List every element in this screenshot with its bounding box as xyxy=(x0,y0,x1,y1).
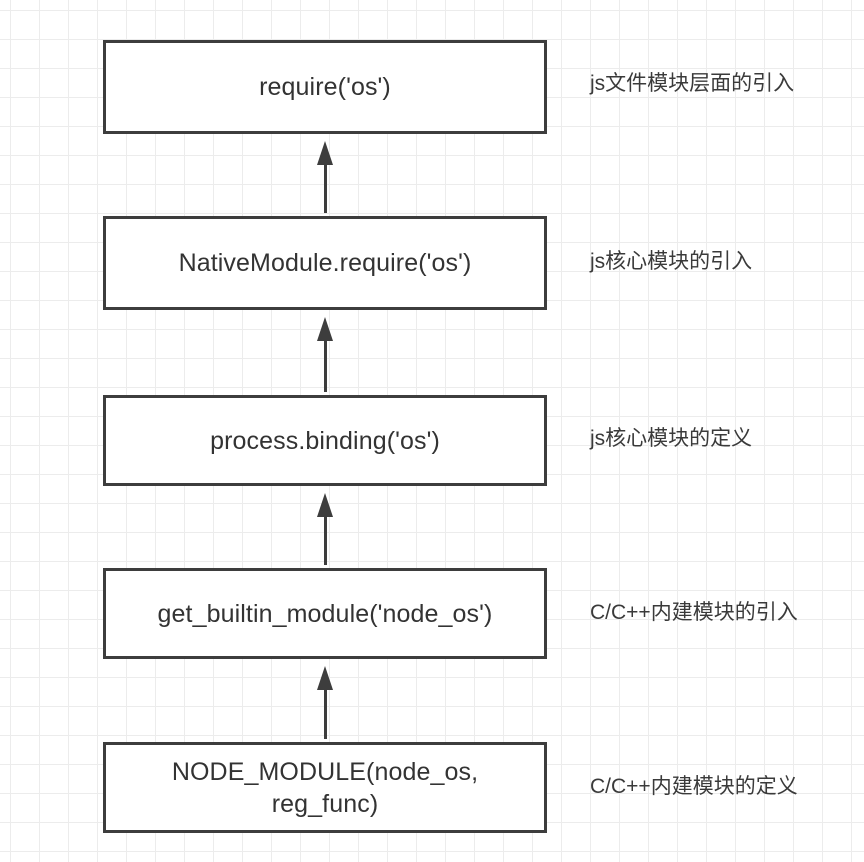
annotation-js-core-module-define: js核心模块的定义 xyxy=(590,427,753,450)
annotation-cpp-builtin-define: C/C++内建模块的定义 xyxy=(590,775,798,798)
flow-arrow-up-to-require-os xyxy=(317,141,333,213)
flow-node-node-module-macro[interactable]: NODE_MODULE(node_os, reg_func) xyxy=(103,742,547,833)
flow-node-get-builtin-module[interactable]: get_builtin_module('node_os') xyxy=(103,568,547,659)
flow-node-label: NODE_MODULE(node_os, reg_func) xyxy=(171,757,479,818)
flow-node-label: require('os') xyxy=(259,73,391,101)
flow-arrow-up-to-nativemodule-require xyxy=(317,317,333,392)
arrow-shaft xyxy=(324,515,327,565)
arrowhead-up-icon xyxy=(317,666,333,690)
flow-arrow-up-to-process-binding xyxy=(317,493,333,565)
arrow-shaft xyxy=(324,339,327,392)
flow-node-label: NativeModule.require('os') xyxy=(178,249,472,277)
annotation-js-file-module: js文件模块层面的引入 xyxy=(590,72,795,95)
arrowhead-up-icon xyxy=(317,141,333,165)
flow-arrow-up-to-get-builtin-module xyxy=(317,666,333,739)
annotation-cpp-builtin-import: C/C++内建模块的引入 xyxy=(590,601,798,624)
flow-node-label: get_builtin_module('node_os') xyxy=(157,599,493,628)
flow-node-require-os[interactable]: require('os') xyxy=(103,40,547,134)
arrowhead-up-icon xyxy=(317,493,333,517)
flow-node-nativemodule-require-os[interactable]: NativeModule.require('os') xyxy=(103,216,547,310)
annotation-js-core-module-import: js核心模块的引入 xyxy=(590,250,753,273)
flow-node-label: process.binding('os') xyxy=(210,426,440,455)
arrowhead-up-icon xyxy=(317,317,333,341)
flow-node-process-binding-os[interactable]: process.binding('os') xyxy=(103,395,547,486)
arrow-shaft xyxy=(324,163,327,213)
arrow-shaft xyxy=(324,688,327,739)
